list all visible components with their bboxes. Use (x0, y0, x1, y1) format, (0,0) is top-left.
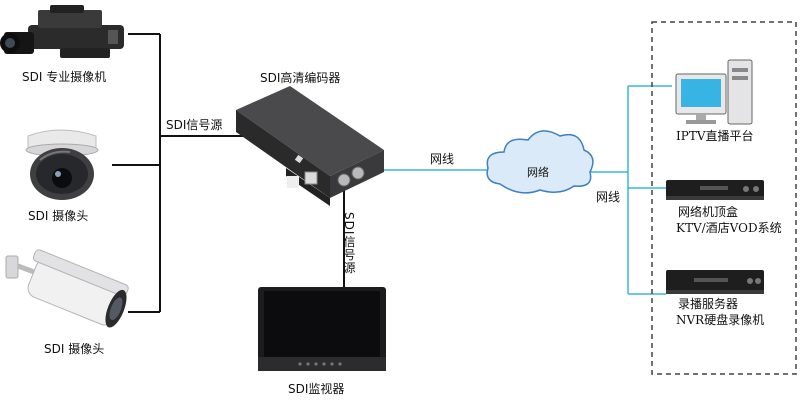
set-top-box-icon (666, 180, 764, 200)
cloud-label: 网络 (527, 166, 549, 179)
encoder-monitor-link-label: SDI信号源 (342, 212, 356, 275)
sdi-bullet-camera-icon (5, 249, 129, 328)
monitor-title: SDI监视器 (288, 382, 345, 396)
sdi-monitor-device (258, 287, 386, 371)
nvr-label-line2: NVR硬盘录像机 (676, 313, 765, 327)
sdi-pro-camera-icon (0, 5, 124, 58)
network-left-label: 网线 (430, 152, 455, 166)
sdi-dome-camera-icon (25, 129, 99, 200)
internet-cloud-icon (486, 130, 594, 194)
bullet-camera-label: SDI 摄像头 (44, 342, 105, 356)
pro-camera-label: SDI 专业摄像机 (22, 70, 107, 84)
sdi-source-bracket (112, 33, 243, 313)
nvr-recorder-icon (666, 270, 764, 294)
set-top-box-label-line1: 网络机顶盒 (678, 205, 739, 219)
set-top-box-label-line2: KTV/酒店VOD系统 (676, 221, 782, 235)
nvr-label-line1: 录播服务器 (678, 297, 739, 311)
destination-group-box (651, 21, 797, 375)
network-right-label: 网线 (596, 190, 621, 204)
sdi-source-bus-label: SDI信号源 (166, 118, 223, 132)
dome-camera-label: SDI 摄像头 (28, 209, 89, 223)
encoder-title: SDI高清编码器 (260, 71, 341, 85)
iptv-label: IPTV直播平台 (676, 129, 754, 143)
iptv-workstation-icon (675, 59, 753, 125)
sdi-hd-encoder-device (236, 86, 384, 206)
network-links (368, 85, 672, 295)
